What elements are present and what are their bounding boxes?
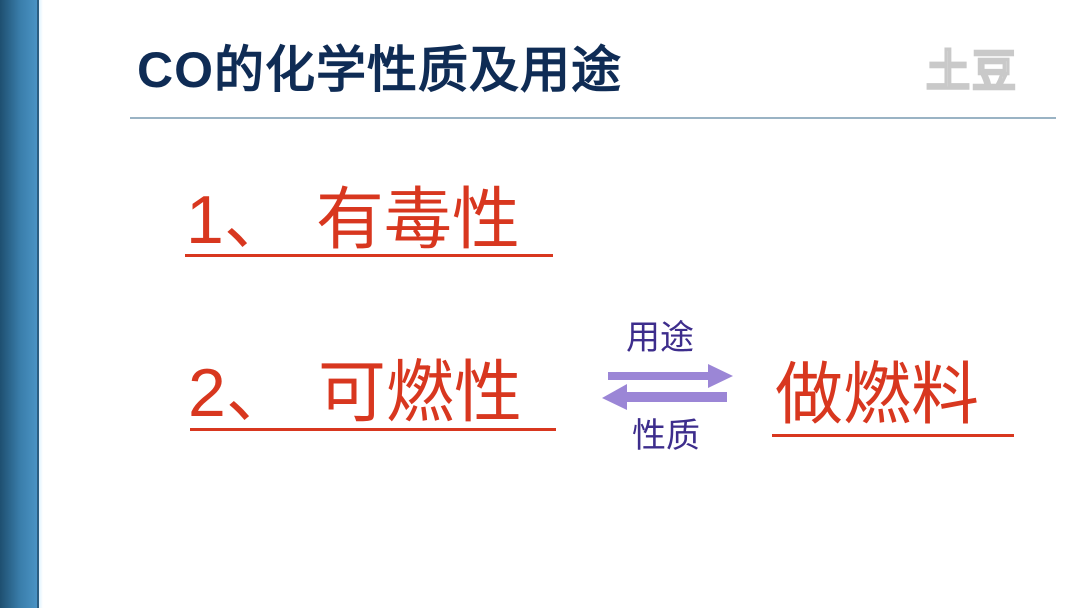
usage-item-fuel: 做燃料 (775, 356, 980, 435)
tudou-watermark-logo: 土豆 (925, 45, 1018, 98)
item-underline (190, 428, 556, 431)
sidebar-glow (39, 0, 43, 608)
item-text: 可燃性 (317, 354, 522, 433)
bidirectional-arrows-icon (602, 364, 733, 410)
property-item-toxicity: 1、有毒性 (186, 180, 520, 261)
item-number: 2、 (188, 355, 294, 431)
slide-title: CO的化学性质及用途 (137, 42, 622, 98)
item-underline (772, 434, 1014, 437)
slide-sidebar-bar (0, 0, 37, 608)
property-item-flammability: 2、可燃性 (188, 353, 522, 434)
item-text: 有毒性 (315, 181, 520, 260)
item-number: 1、 (186, 182, 292, 258)
sidebar-edge (37, 0, 39, 608)
usage-label: 用途 (626, 318, 694, 358)
item-underline (185, 254, 553, 257)
property-label: 性质 (632, 416, 700, 456)
title-divider (130, 117, 1056, 119)
